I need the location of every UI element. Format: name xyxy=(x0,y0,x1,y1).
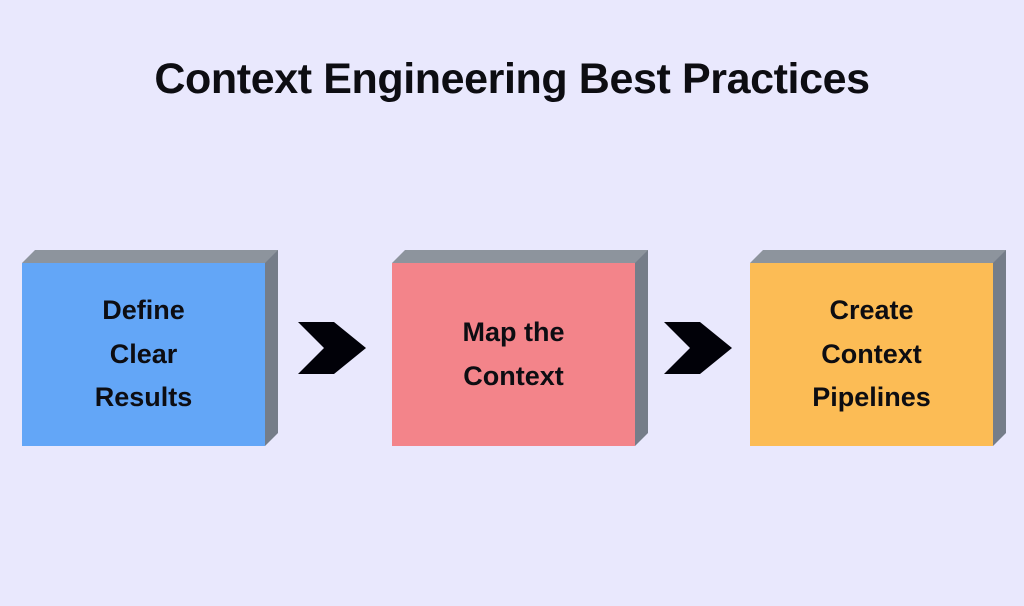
step-3-side-bevel xyxy=(993,250,1006,446)
process-step-3[interactable]: Create Context Pipelines xyxy=(750,250,1006,450)
chevron-arrow-right-icon-2 xyxy=(664,322,732,374)
step-2-front-face: Map the Context xyxy=(392,263,635,446)
step-3-front-face: Create Context Pipelines xyxy=(750,263,993,446)
step-1-label: Define Clear Results xyxy=(22,263,265,446)
step-3-label-line-1: Create xyxy=(829,294,914,325)
step-1-label-line-1: Define xyxy=(102,294,185,325)
page-title: Context Engineering Best Practices xyxy=(154,55,870,103)
step-2-side-bevel xyxy=(635,250,648,446)
step-3-label-line-2: Context xyxy=(821,338,922,369)
step-3-label-line-3: Pipelines xyxy=(812,382,931,413)
step-1-label-line-3: Results xyxy=(94,382,193,413)
step-3-label: Create Context Pipelines xyxy=(750,263,993,446)
step-2-label: Map the Context xyxy=(392,263,635,446)
step-2-label-line-1: Map the xyxy=(462,316,565,347)
step-1-top-bevel xyxy=(22,250,278,263)
step-2-label-line-2: Context xyxy=(463,360,564,391)
step-1-side-bevel xyxy=(265,250,278,446)
step-3-top-bevel xyxy=(750,250,1006,263)
process-step-2[interactable]: Map the Context xyxy=(392,250,648,450)
process-flow-row: Define Clear Results Map the Context xyxy=(0,250,1024,455)
step-2-top-bevel xyxy=(392,250,648,263)
step-1-label-line-2: Clear xyxy=(109,338,178,369)
step-1-front-face: Define Clear Results xyxy=(22,263,265,446)
process-step-1[interactable]: Define Clear Results xyxy=(22,250,278,450)
chevron-arrow-right-icon-1 xyxy=(298,322,366,374)
